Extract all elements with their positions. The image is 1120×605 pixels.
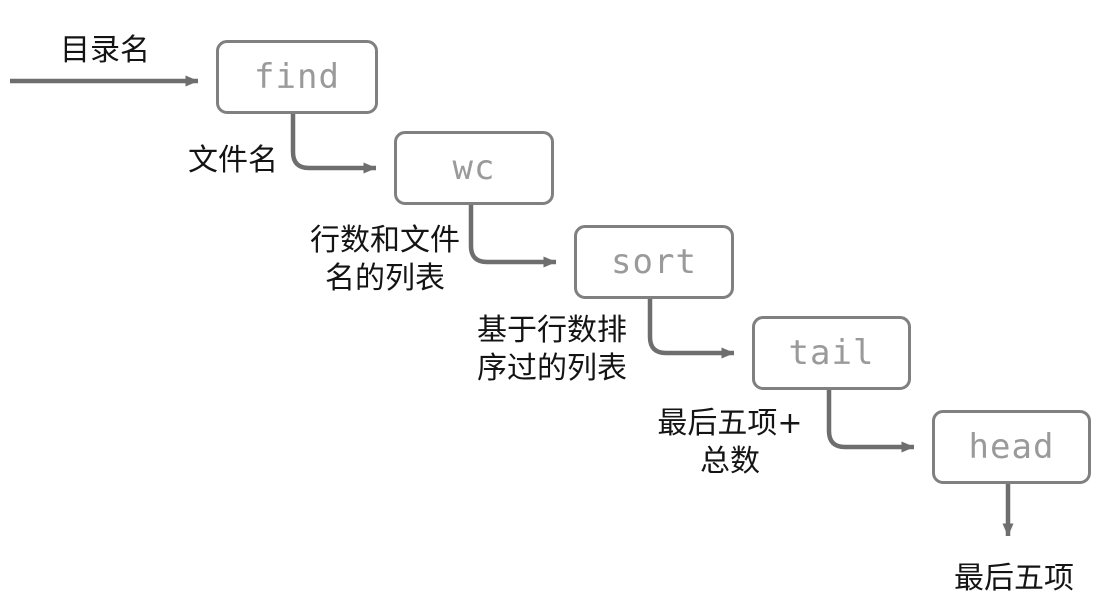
node-tail-label: tail: [788, 333, 875, 373]
edge-tail-to-head: [826, 390, 915, 453]
label-output-last-five: 最后五项: [954, 561, 1074, 596]
node-tail[interactable]: tail: [752, 316, 911, 390]
node-find-label: find: [254, 57, 340, 97]
node-find[interactable]: find: [216, 40, 378, 114]
label-input-directory-name: 目录名: [60, 33, 150, 68]
label-tail-to-head-last-five-plus-total: 最后五项+ 总数: [657, 406, 803, 479]
node-head-label: head: [968, 427, 1055, 467]
node-sort-label: sort: [611, 242, 697, 282]
node-wc-label: wc: [452, 148, 496, 188]
edge-wc-to-sort: [468, 205, 557, 268]
node-sort[interactable]: sort: [574, 225, 734, 299]
label-wc-to-sort-linecount-list: 行数和文件 名的列表: [310, 223, 460, 296]
label-find-to-wc-filename: 文件名: [188, 143, 278, 178]
edge-find-to-wc: [290, 114, 377, 174]
node-head[interactable]: head: [932, 410, 1091, 484]
label-sort-to-tail-sorted-list: 基于行数排 序过的列表: [477, 313, 627, 386]
edge-sort-to-tail: [647, 299, 735, 359]
node-wc[interactable]: wc: [394, 131, 554, 205]
